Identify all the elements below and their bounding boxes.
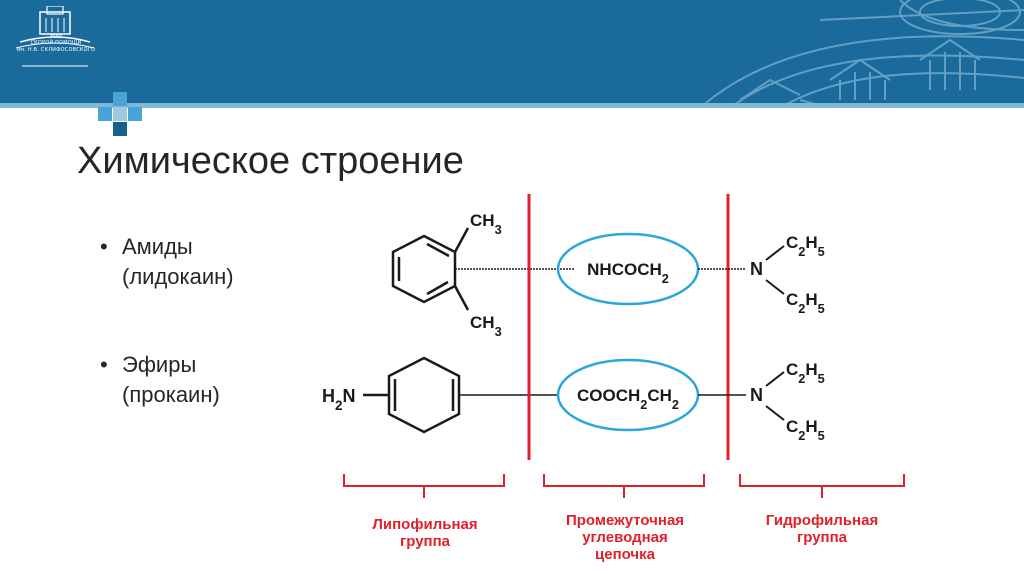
- group-label-hydrophilic-line2: группа: [796, 529, 848, 546]
- lidocaine-ethyl-bottom: C2H5: [786, 290, 825, 316]
- lidocaine-chain-formula: NHCOCH2: [587, 260, 669, 286]
- building-outline-decoration: [699, 0, 1024, 108]
- structure-diagram: CH3 CH3 H2N NHCOCH2 COOCH2CH2 N C2H5 C2H…: [322, 194, 905, 498]
- medical-cross-icon: [98, 92, 142, 136]
- group-label-lipophilic: Липофильная группа: [329, 516, 521, 550]
- procaine-amino-group: H2N: [322, 386, 356, 413]
- lidocaine-ethyl-bond-top: [765, 245, 785, 261]
- group-label-intermediate-line2: углеводная: [582, 529, 668, 546]
- group-label-hydrophilic-line1: Гидрофильная: [765, 512, 879, 529]
- institute-logo-icon: [15, 6, 95, 67]
- logo-line-3: им. Н.В. СКЛИФОСОВСКОГО: [16, 47, 96, 53]
- logo-line-1: НИИ: [50, 34, 62, 40]
- bracket-intermediate: [543, 474, 705, 498]
- bullet-dot: •: [100, 352, 108, 377]
- bracket-hydrophilic: [739, 474, 905, 498]
- group-label-hydrophilic: Гидрофильная группа: [726, 512, 918, 546]
- procaine-benzene-ring: [387, 356, 461, 434]
- group-label-intermediate-line3: цепочка: [595, 546, 655, 563]
- lidocaine-top-methyl: CH3: [470, 211, 502, 237]
- procaine-ethyl-top: C2H5: [786, 360, 825, 386]
- bullet-dot: •: [100, 234, 108, 259]
- procaine-chain-formula: COOCH2CH2: [577, 386, 679, 412]
- header-accent-strip: [0, 103, 1024, 108]
- bullet-esters-line1: Эфиры: [122, 352, 197, 377]
- group-label-lipophilic-line1: Липофильная: [372, 516, 478, 533]
- group-label-intermediate: Промежуточная углеводная цепочка: [529, 512, 721, 563]
- header-band: НИИ СКОРОЙ ПОМОЩИ им. Н.В. СКЛИФОСОВСКОГ…: [0, 0, 1024, 108]
- lidocaine-benzene-ring: [391, 227, 470, 311]
- lidocaine-amine-nitrogen: N: [750, 259, 763, 279]
- bullet-esters-line2: (прокаин): [122, 382, 220, 407]
- procaine-ethyl-bond-top: [765, 371, 785, 387]
- bracket-lipophilic: [343, 474, 505, 498]
- group-label-intermediate-line1: Промежуточная: [565, 512, 685, 529]
- procaine-ethyl-bond-bottom: [765, 405, 785, 421]
- group-label-lipophilic-line2: группа: [399, 533, 451, 550]
- bullet-amides-line2: (лидокаин): [122, 264, 234, 289]
- procaine-amine-nitrogen: N: [750, 385, 763, 405]
- bullet-amides-line1: Амиды: [122, 234, 193, 259]
- lidocaine-ethyl-bond-bottom: [765, 279, 785, 295]
- logo-line-2: СКОРОЙ ПОМОЩИ: [30, 40, 82, 46]
- procaine-ethyl-bottom: C2H5: [786, 417, 825, 443]
- lidocaine-bottom-methyl: CH3: [470, 313, 502, 339]
- slide-title: Химическое строение: [77, 140, 464, 182]
- lidocaine-ethyl-top: C2H5: [786, 233, 825, 259]
